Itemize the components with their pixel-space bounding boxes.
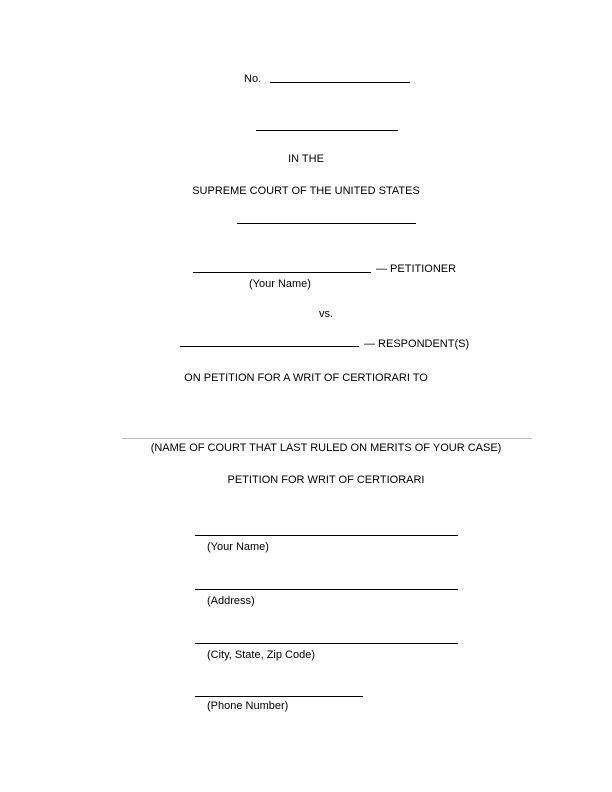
in-the-heading: IN THE [288, 153, 324, 165]
signature-city-caption: (City, State, Zip Code) [207, 649, 315, 661]
divider-line [237, 223, 416, 224]
petitioner-caption: (Your Name) [249, 278, 311, 290]
signature-address-caption: (Address) [207, 595, 255, 607]
petitioner-label: — PETITIONER [376, 263, 457, 275]
versus-label: vs. [318, 308, 334, 320]
signature-city-blank[interactable] [195, 643, 458, 644]
lower-court-blank[interactable] [122, 438, 532, 439]
court-name-heading: SUPREME COURT OF THE UNITED STATES [192, 185, 420, 197]
term-blank[interactable] [256, 130, 398, 131]
signature-phone-blank[interactable] [195, 696, 363, 697]
respondent-label: — RESPONDENT(S) [364, 338, 470, 350]
on-petition-heading: ON PETITION FOR A WRIT OF CERTIORARI TO [184, 372, 428, 384]
signature-name-blank[interactable] [195, 535, 458, 536]
petition-title: PETITION FOR WRIT OF CERTIORARI [227, 474, 425, 486]
petitioner-name-blank[interactable] [193, 272, 371, 273]
respondent-name-blank[interactable] [180, 346, 359, 347]
lower-court-caption: (NAME OF COURT THAT LAST RULED ON MERITS… [150, 442, 502, 454]
signature-address-blank[interactable] [195, 589, 458, 590]
docket-number-label: No. [244, 73, 262, 85]
docket-number-blank[interactable] [270, 82, 410, 83]
signature-phone-caption: (Phone Number) [207, 700, 289, 712]
signature-name-caption: (Your Name) [207, 541, 269, 553]
